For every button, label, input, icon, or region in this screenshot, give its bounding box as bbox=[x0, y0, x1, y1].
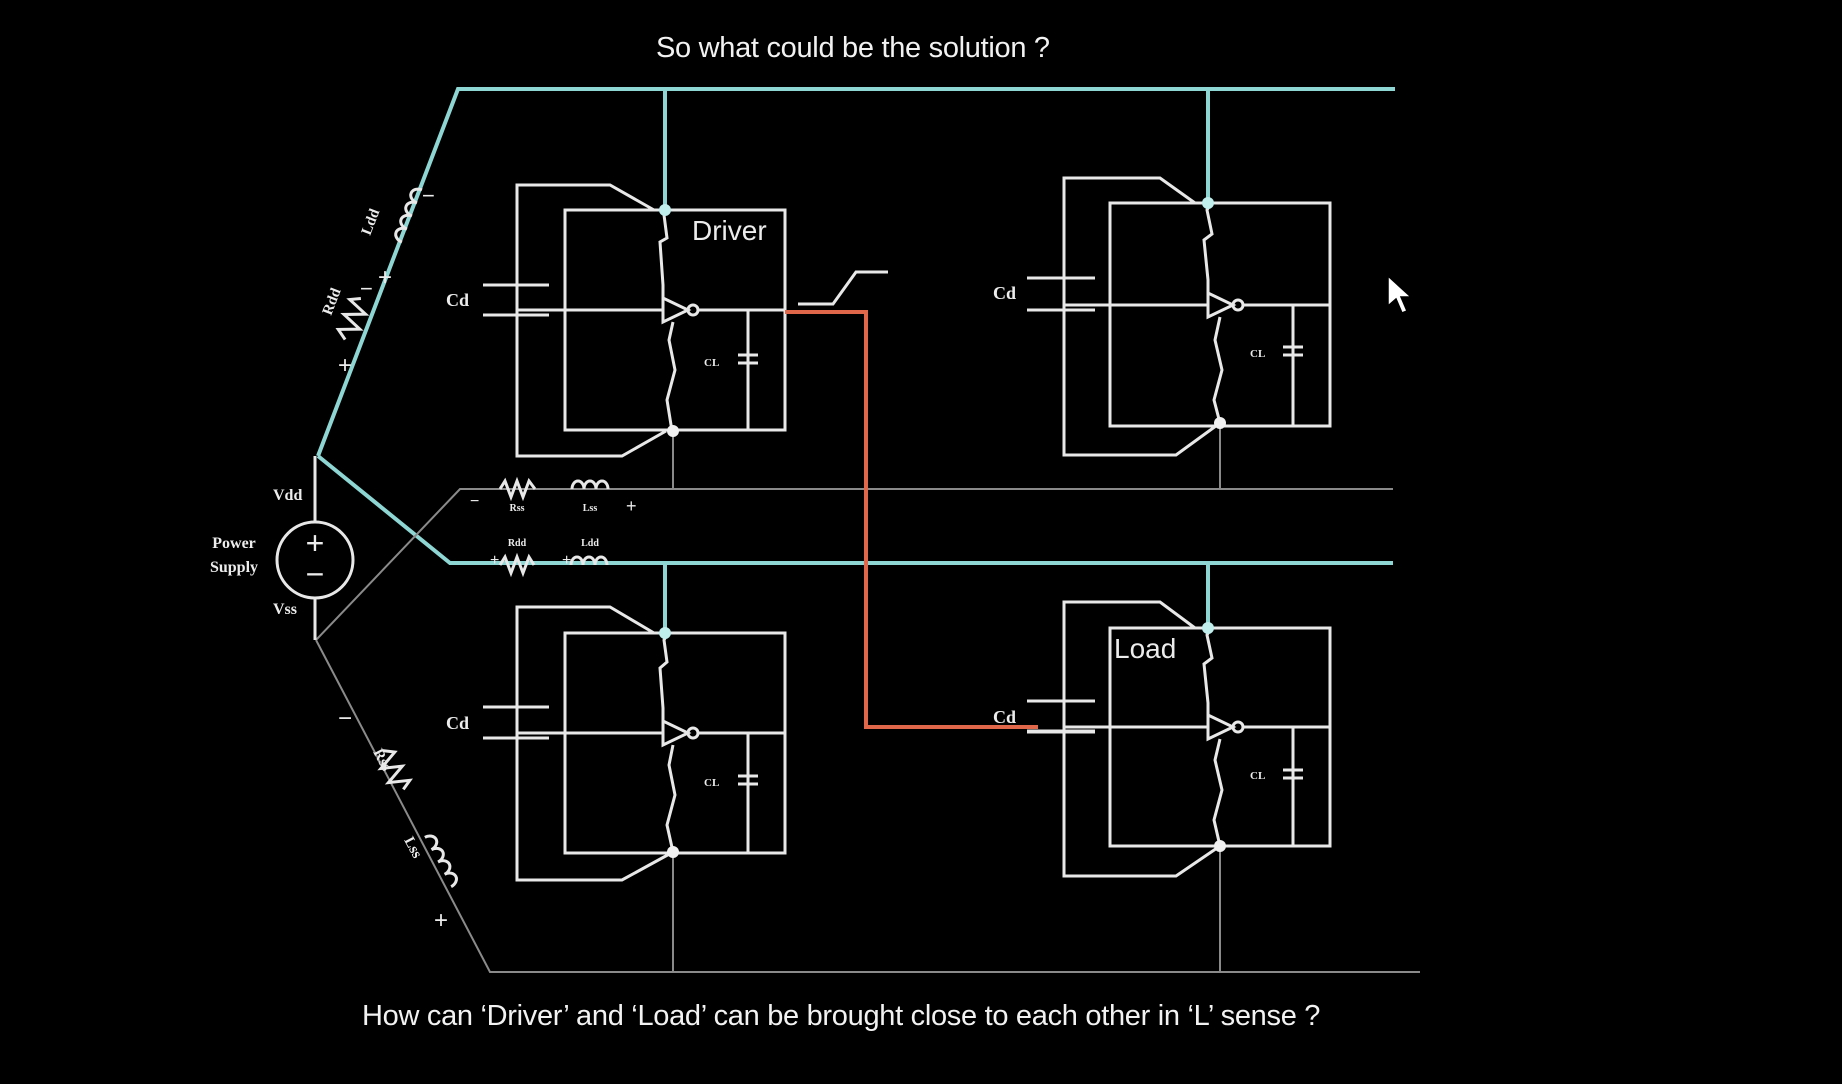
bottom-left-cl-label: CL bbox=[704, 777, 719, 789]
vdd-rail-middle bbox=[316, 454, 1393, 633]
rdd-mid-resistor-icon bbox=[498, 552, 536, 578]
load-label: Load bbox=[1114, 633, 1176, 664]
top-right-cd-label: Cd bbox=[993, 283, 1016, 303]
signal-net bbox=[785, 270, 1095, 734]
rdd-minus-sign: − bbox=[360, 276, 373, 301]
ldd-minus-sign: − bbox=[422, 183, 435, 208]
rss-resistor-icon bbox=[377, 749, 413, 791]
load-cell: Cd CL Load bbox=[993, 600, 1332, 878]
rdd-ldd-middle: Rdd Ldd + + bbox=[490, 538, 609, 578]
supply-minus-sign: − bbox=[306, 556, 325, 592]
inverter-icon bbox=[661, 718, 692, 748]
slide-title: So what could be the solution ? bbox=[656, 32, 1050, 64]
top-right-cl-label: CL bbox=[1250, 348, 1265, 360]
load-cd-label: Cd bbox=[993, 707, 1016, 727]
rdd-mid-label: Rdd bbox=[508, 538, 527, 549]
rdd-mid-plus-sign: + bbox=[490, 552, 499, 569]
power-supply-label-2: Supply bbox=[210, 559, 258, 576]
rss-lss-bottom: Rss Lss − + bbox=[338, 705, 458, 934]
ldd-mid-plus-sign: + bbox=[562, 552, 571, 569]
load-cl-label: CL bbox=[1250, 770, 1265, 782]
supply-plus-sign: + bbox=[306, 525, 325, 561]
rss-mid-minus-sign: − bbox=[470, 493, 479, 510]
bottom-left-cd-label: Cd bbox=[446, 713, 469, 733]
rss-lss-middle: Rss Lss − + bbox=[470, 476, 637, 516]
rdd-resistor-icon bbox=[335, 296, 370, 341]
driver-label: Driver bbox=[692, 215, 767, 246]
lss-mid-plus-sign: + bbox=[626, 496, 637, 516]
inverter-icon bbox=[1206, 290, 1237, 320]
slide-question: How can ‘Driver’ and ‘Load’ can be broug… bbox=[362, 1000, 1321, 1032]
power-supply-label: Power bbox=[212, 535, 256, 552]
driver-cl-label: CL bbox=[704, 357, 719, 369]
ldd-mid-label: Ldd bbox=[581, 538, 599, 549]
lss-label: Lss bbox=[400, 834, 424, 861]
rss-mid-resistor-icon bbox=[498, 476, 537, 502]
rss-minus-sign: − bbox=[338, 705, 352, 732]
vss-label: Vss bbox=[273, 601, 297, 618]
bottom-left-cell: Cd CL bbox=[446, 605, 787, 882]
lss-inductor-icon bbox=[424, 834, 458, 889]
power-supply: + − Power Supply Vdd Vss bbox=[210, 456, 355, 640]
rdd-ldd-top: Rdd Ldd + + − − bbox=[320, 183, 435, 379]
mouse-cursor-icon bbox=[1387, 274, 1413, 314]
ldd-inductor-icon bbox=[394, 187, 423, 244]
rss-mid-label: Rss bbox=[509, 503, 524, 514]
rdd-plus-sign: + bbox=[338, 352, 352, 379]
lss-mid-inductor-icon bbox=[570, 479, 610, 490]
driver-inverter-icon bbox=[661, 295, 692, 325]
rising-edge-waveform-icon bbox=[798, 270, 888, 306]
vss-rail-bottom bbox=[315, 639, 1420, 973]
ldd-mid-inductor-icon bbox=[569, 555, 609, 566]
load-inverter-icon bbox=[1206, 712, 1237, 742]
ldd-plus-sign: + bbox=[378, 264, 392, 291]
vdd-label: Vdd bbox=[273, 487, 302, 504]
vss-rail-middle bbox=[315, 423, 1393, 641]
top-right-cell: Cd CL bbox=[993, 176, 1332, 457]
lss-mid-label: Lss bbox=[583, 503, 598, 514]
rdd-label: Rdd bbox=[320, 285, 345, 317]
ldd-label: Ldd bbox=[359, 206, 384, 237]
driver-cd-label: Cd bbox=[446, 290, 469, 310]
lss-plus-sign: + bbox=[434, 907, 448, 934]
vdd-rail-top bbox=[316, 87, 1395, 457]
driver-cell: Cd CL Driver bbox=[446, 183, 787, 458]
